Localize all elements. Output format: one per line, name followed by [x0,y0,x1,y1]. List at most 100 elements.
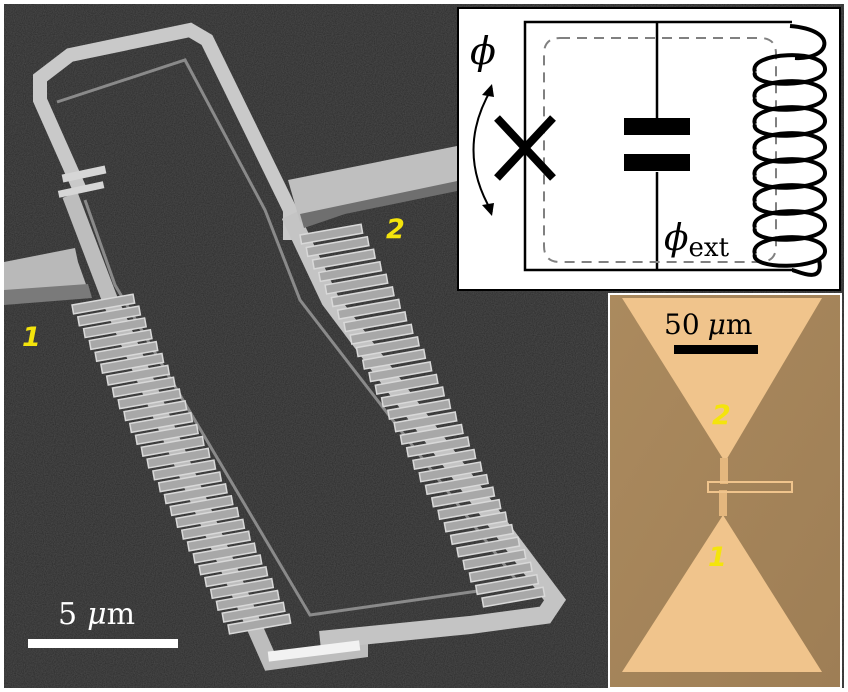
junction-step [227,613,292,635]
lead-right [288,145,462,222]
junction-step [105,364,171,386]
sem-scale-value: 5 [58,597,77,632]
sem-port-label-1: 1 [22,322,41,353]
sem-scale-bar [28,639,178,648]
junction-step [100,352,165,374]
junction-step [305,235,370,258]
junction-step [386,398,452,420]
junction-step [418,461,483,483]
junction-step [140,435,205,457]
junction-step [368,361,433,383]
optical-pad-bottom [622,515,822,672]
junction-step [462,548,527,571]
junction-step [76,305,142,327]
junction-step [134,423,200,446]
junction-step [192,542,257,564]
junction-step [443,511,508,533]
junction-step [175,506,240,529]
lead-right-shadow [300,180,462,228]
junction-step [221,601,286,623]
junction-step [430,486,496,508]
junction-step [424,473,490,496]
junction-step [324,273,389,295]
junction-step [209,577,275,600]
sem-port-label-2: 2 [386,214,405,245]
phi-ext-symbol: ϕ [664,218,689,259]
junction-step [405,436,471,458]
junction-step [215,589,280,612]
optical-scale-bar [674,345,758,354]
junction-step [198,554,263,576]
junction-step [186,530,252,552]
bright-segment [267,640,361,662]
junction-step [88,328,153,351]
junction-step [111,376,176,398]
junction-step [336,298,402,320]
junction-step [299,223,364,245]
junction-step [399,423,464,446]
junction-step [163,482,228,505]
junction-array-right [299,223,546,608]
optical-scale-unit: m [726,308,753,341]
phi-label: ϕ [470,29,496,73]
junction-step [152,459,217,481]
circuit-inset: ϕ ϕext [457,7,841,291]
sem-scale-unit: m [107,597,135,632]
optical-pad-top [622,298,822,462]
junction-step [123,400,188,422]
optical-scale-unit-symbol: μ [708,308,726,341]
optical-scale-value: 50 [664,308,700,341]
optical-lead-bottom [719,490,727,516]
junction-step [380,386,446,408]
phi-ext-label: ϕext [664,218,730,263]
junction-step [146,447,211,469]
junction-step [456,536,521,558]
josephson-junction [57,165,107,198]
junction-step [474,573,540,596]
junction-step [468,561,533,583]
optical-lead-top [720,458,728,484]
junction-step [204,565,269,588]
junction-step [71,293,136,315]
junction-step [449,523,515,546]
junction-step [374,373,439,395]
phase-arrow [472,84,494,216]
junction-step [412,448,477,471]
junction-array-left [71,293,292,635]
junction-step [128,411,194,434]
junction-bar-bottom [57,181,105,198]
junction-step [180,518,246,540]
junction-step [481,586,546,608]
inductor-icon [752,24,827,277]
junction-step [117,388,182,410]
junction-step [437,498,502,521]
junction-step [330,285,395,308]
phi-ext-subscript: ext [689,233,730,263]
loop-right-arm [281,211,567,649]
junction-step [355,336,420,358]
junction-cross-icon [494,115,556,181]
capacitor-icon [624,118,690,171]
junction-step [361,348,427,370]
junction-step [169,494,234,517]
optical-label-2: 2 [712,400,731,431]
junction-step [82,317,148,339]
sem-scale-unit-symbol: μ [87,597,107,632]
junction-step [94,340,159,363]
loop-lower-left [62,192,368,671]
junction-bar-top [61,165,107,183]
loop-left-arm [33,22,297,240]
optical-label-1: 1 [708,542,727,573]
junction-step [311,248,377,270]
circuit-frame [457,7,841,291]
junction-step [157,471,223,493]
junction-step [349,323,414,345]
junction-step [393,411,458,433]
optical-loop [707,481,793,493]
lead-left-shadow [4,284,92,305]
